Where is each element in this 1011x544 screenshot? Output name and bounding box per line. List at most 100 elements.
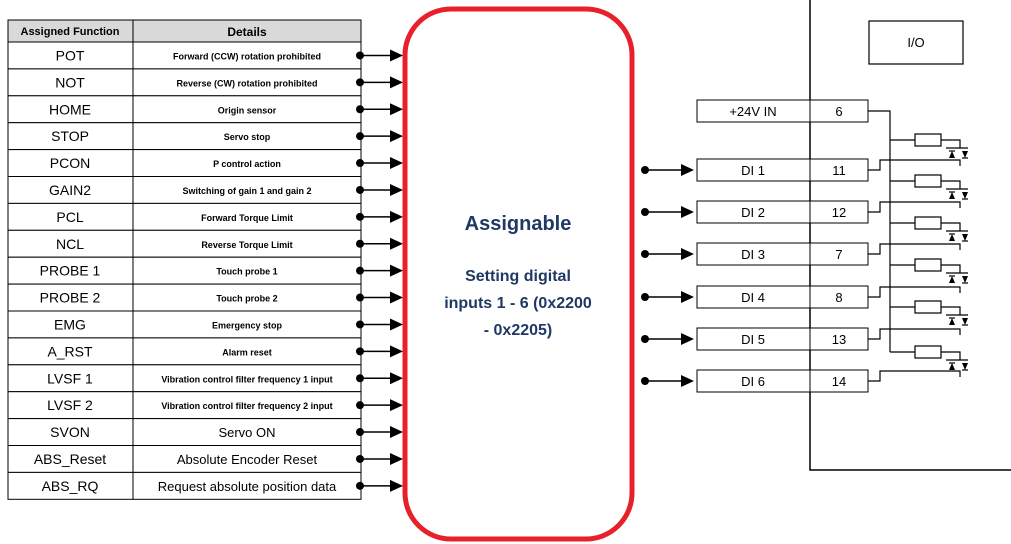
resistor-lead: [941, 264, 961, 273]
function-name: ABS_RQ: [42, 478, 99, 494]
arrow-head: [390, 157, 403, 170]
function-details: Forward Torque Limit: [201, 213, 293, 223]
resistor-lead: [941, 222, 961, 231]
resistor-lead: [941, 306, 961, 315]
optocoupler-circuit: [890, 133, 968, 159]
led-icon: [962, 151, 968, 158]
resistor-icon: [914, 300, 942, 314]
function-details: Alarm reset: [222, 347, 272, 357]
resistor-icon: [914, 133, 942, 147]
function-cell: [7, 283, 134, 312]
function-details: Vibration control filter frequency 1 inp…: [161, 374, 332, 384]
optocoupler-circuit: [890, 258, 968, 284]
details-cell: [132, 202, 362, 231]
function-details: Forward (CCW) rotation prohibited: [173, 51, 321, 61]
function-cell: [7, 391, 134, 420]
io-label-box: [868, 20, 964, 65]
io-device-outline: [809, 0, 1011, 471]
function-name: NOT: [55, 74, 85, 90]
function-details: Vibration control filter frequency 2 inp…: [161, 401, 332, 411]
input-wire: [868, 159, 961, 171]
details-cell: [132, 229, 362, 258]
function-cell: [7, 418, 134, 447]
supply-pin: 6: [835, 104, 842, 119]
common-bus: [868, 110, 891, 352]
arrow-head: [390, 130, 403, 143]
function-name: PROBE 1: [40, 263, 101, 279]
arrow-head: [390, 183, 403, 196]
assignable-desc-line1: Setting digital: [465, 268, 571, 285]
function-cell: [7, 95, 134, 124]
details-cell: [132, 445, 362, 473]
details-cell: [132, 122, 362, 151]
input-pin: 14: [832, 374, 846, 389]
input-pin: 7: [835, 247, 842, 262]
io-device: I/O: [809, 0, 1011, 471]
assignable-desc-line3: - 0x2205): [484, 322, 553, 339]
function-details: Origin sensor: [218, 105, 277, 115]
function-cell: [7, 122, 134, 151]
input-wire: [868, 201, 961, 213]
input-wire: [868, 370, 961, 382]
arrow-head: [390, 49, 403, 62]
input-name: DI 6: [741, 374, 765, 389]
optocoupler-circuit: [890, 300, 968, 326]
arrow-head: [681, 375, 694, 387]
led-icon: [962, 318, 968, 325]
led-icon: [949, 234, 955, 241]
function-name: NCL: [56, 236, 84, 252]
assignable-title: Assignable: [465, 213, 572, 235]
function-details: Servo ON: [218, 425, 275, 440]
function-name: A_RST: [47, 343, 93, 359]
function-cell: [7, 256, 134, 285]
arrow-head: [390, 103, 403, 116]
function-name: POT: [56, 47, 85, 63]
header-details: Details: [227, 25, 267, 39]
input-name: DI 5: [741, 332, 765, 347]
table-row: STOP Servo stop: [7, 122, 403, 151]
arrow-head: [390, 452, 403, 465]
arrow-head: [390, 426, 403, 439]
led-icon: [949, 151, 955, 158]
arrow-head: [681, 206, 694, 218]
table-row: NOT Reverse (CW) rotation prohibited: [7, 68, 403, 97]
function-details: Reverse (CW) rotation prohibited: [176, 78, 317, 88]
arrow-head: [681, 164, 694, 176]
function-name: PCON: [50, 155, 90, 171]
input-pin: 8: [835, 290, 842, 305]
function-details: Servo stop: [224, 132, 271, 142]
details-cell: [132, 364, 362, 393]
led-icon: [962, 192, 968, 199]
arrow-head: [390, 345, 403, 358]
arrow-head: [390, 264, 403, 277]
input-wire: [868, 286, 961, 298]
function-name: STOP: [51, 128, 89, 144]
details-cell: [132, 418, 362, 447]
optocoupler-circuit: [890, 174, 968, 200]
resistor-icon: [914, 345, 942, 359]
input-name: DI 1: [741, 163, 765, 178]
arrow-head: [390, 76, 403, 89]
function-cell: [7, 176, 134, 204]
details-cell: [132, 283, 362, 312]
function-name: LVSF 1: [47, 370, 93, 386]
led-icon: [949, 192, 955, 199]
input-wire: [868, 328, 961, 340]
optocoupler-circuit: [890, 345, 968, 371]
function-details: Request absolute position data: [158, 479, 337, 494]
function-details: Emergency stop: [212, 320, 283, 330]
arrow-head: [390, 479, 403, 492]
table-row: ABS_RQ Request absolute position data: [7, 471, 403, 500]
led-icon: [962, 276, 968, 283]
